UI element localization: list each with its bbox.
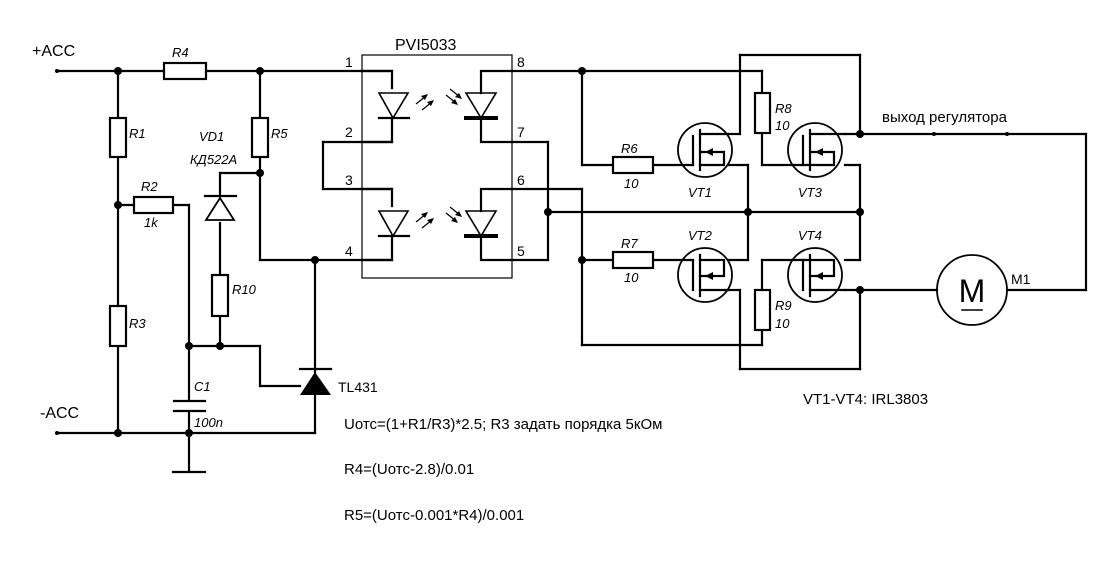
label-r9: R9 [775,298,792,313]
label-m1: M1 [1011,271,1031,287]
pin-8: 8 [517,54,525,70]
ic-name: PVI5033 [395,37,456,54]
pin-3: 3 [345,172,353,188]
label-r5: R5 [271,126,288,141]
label-r2: R2 [141,179,158,194]
value-r8: 10 [775,118,790,133]
label-c1: C1 [194,379,211,394]
mosfet-vt1 [677,122,733,178]
transistor-note: VT1-VT4: IRL3803 [803,391,928,408]
label-vt1: VT1 [688,185,712,200]
formula-r5: R5=(Uотс-0.001*R4)/0.001 [344,507,524,524]
mosfets [677,122,847,303]
mosfet-vt4 [787,247,847,303]
pin-1: 1 [345,54,353,70]
capacitor-c1 [172,399,207,413]
label-r4: R4 [172,45,189,60]
pvi5033-optocoupler: PVI5033 1 2 3 4 5 6 7 8 [345,37,525,279]
pin-7: 7 [517,124,525,140]
junction-dots [55,67,1009,437]
resistor-r7 [611,250,655,270]
wires-right [510,53,1088,371]
label-vd1: VD1 [199,129,224,144]
label-vt4: VT4 [798,228,822,243]
light-arrows-icon [415,88,462,229]
resistor-r8 [753,91,772,135]
label-r1: R1 [129,126,146,141]
formula-uots: Uотс=(1+R1/R3)*2.5; R3 задать порядка 5к… [344,416,662,433]
labels: +ACC -ACC R4 R1 R2 1k R3 R5 R10 VD1 КД52… [32,43,1031,524]
value-r9: 10 [775,316,790,331]
diode-vd1 [203,194,238,221]
motor-m1: M [936,254,1008,326]
resistor-r3 [108,304,128,348]
pin-5: 5 [517,243,525,259]
label-r3: R3 [129,316,146,331]
motor-symbol: M [959,273,986,309]
terminal-plus-acc: +ACC [32,43,75,60]
pin-2: 2 [345,124,353,140]
label-vt3: VT3 [798,185,823,200]
value-c1: 100n [194,415,223,430]
pin-4: 4 [345,243,353,259]
label-vt2: VT2 [688,228,713,243]
label-r8: R8 [775,101,792,116]
mosfet-vt3 [787,122,847,178]
mosfet-vt2 [677,247,733,303]
resistor-r6 [611,155,655,175]
label-vd1-part: КД522А [190,152,237,167]
resistor-r5 [250,116,270,159]
value-r2: 1k [144,215,159,230]
resistor-r1 [108,116,128,159]
value-r6: 10 [624,176,639,191]
resistor-r2 [132,195,175,215]
tl431-regulator [298,367,333,395]
resistors [108,61,772,348]
label-r7: R7 [621,236,638,251]
label-r6: R6 [621,141,638,156]
label-r10: R10 [232,282,257,297]
resistor-r4 [162,61,208,81]
pin-6: 6 [517,172,525,188]
value-r7: 10 [624,270,639,285]
wires-left [55,69,394,474]
terminal-minus-acc: -ACC [40,405,79,422]
formula-r4: R4=(Uотс-2.8)/0.01 [344,461,474,478]
label-tl431: TL431 [338,379,378,395]
output-label: выход регулятора [882,109,1008,126]
resistor-r10 [210,273,230,318]
resistor-r9 [753,288,772,332]
